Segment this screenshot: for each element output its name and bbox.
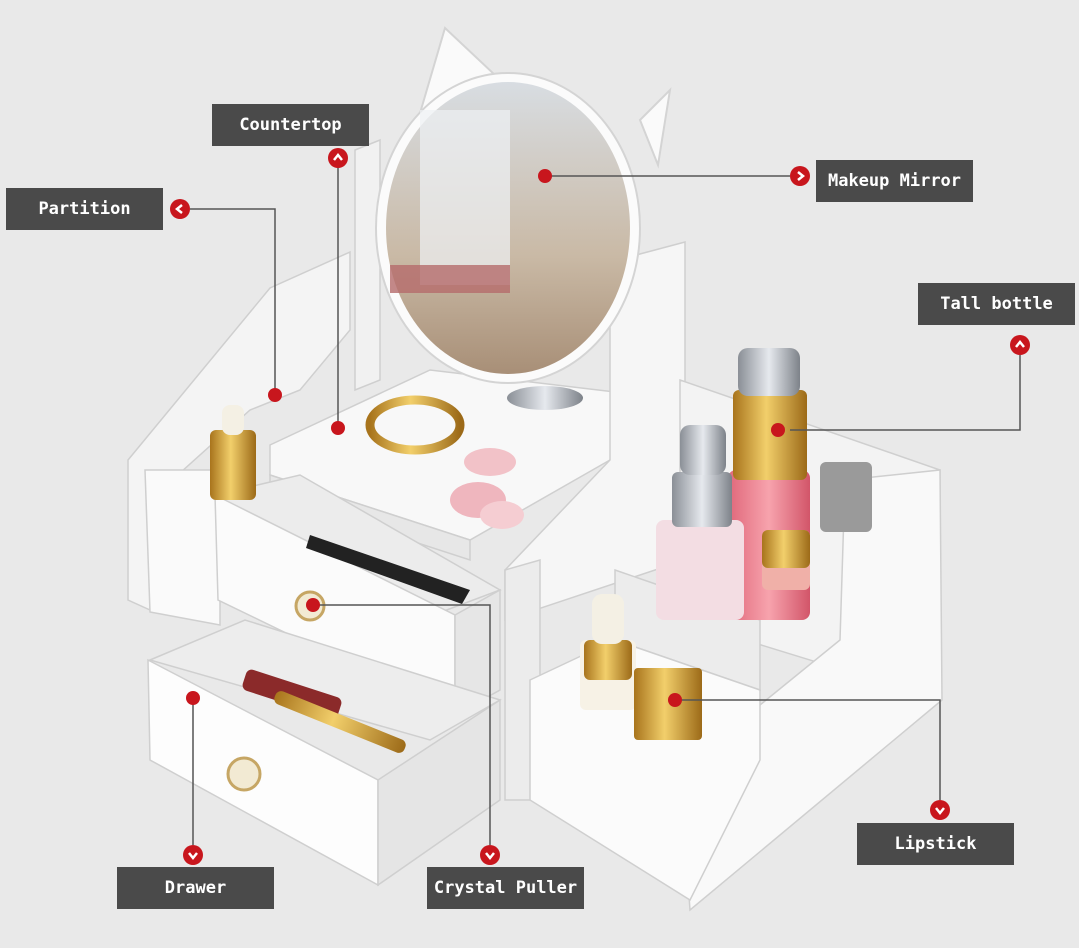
chevron-down-icon bbox=[930, 800, 950, 820]
chevron-up-icon bbox=[1010, 335, 1030, 355]
marker-dot-mirror bbox=[538, 169, 552, 183]
right-compartment-side bbox=[679, 469, 943, 912]
leader-tall-bottle bbox=[790, 355, 1021, 431]
rose-petal bbox=[480, 501, 524, 529]
mirror-reflection-bench bbox=[390, 265, 510, 293]
crystal-knob-lower bbox=[226, 756, 262, 792]
spray-bottle-neck bbox=[672, 472, 732, 527]
marker-dot-tall-bottle bbox=[771, 423, 785, 437]
marker-dot-lipstick bbox=[668, 693, 682, 707]
label-makeup-mirror: Makeup Mirror bbox=[816, 160, 973, 202]
leader-partition bbox=[190, 208, 276, 395]
chevron-left-icon bbox=[170, 199, 190, 219]
leader-crystal bbox=[313, 604, 491, 845]
lipstick-gold bbox=[634, 668, 702, 740]
label-crystal-puller: Crystal Puller bbox=[427, 867, 584, 909]
cosmetics bbox=[210, 348, 872, 792]
label-drawer: Drawer bbox=[117, 867, 274, 909]
mirror-reflection-curtain bbox=[420, 110, 510, 285]
dropper-bottle-right-collar bbox=[584, 640, 632, 680]
marker-dot-partition bbox=[268, 388, 282, 402]
rose-petal bbox=[464, 448, 516, 476]
left-compartment-front bbox=[144, 469, 221, 626]
upper-drawer-side bbox=[454, 588, 501, 717]
tall-bottle-cap bbox=[733, 390, 807, 480]
back-panel bbox=[354, 138, 381, 392]
mirror-stand bbox=[507, 386, 583, 410]
chevron-down-icon bbox=[183, 845, 203, 865]
markers bbox=[170, 148, 1030, 865]
leader-lines bbox=[190, 158, 1021, 845]
spray-bottle-top bbox=[680, 425, 726, 475]
label-partition: Partition bbox=[6, 188, 163, 230]
chevron-right-icon bbox=[790, 166, 810, 186]
chevron-up-icon bbox=[328, 148, 348, 168]
makeup-brush bbox=[306, 535, 470, 604]
tall-bottle-top bbox=[738, 348, 800, 396]
marker-dot-countertop bbox=[331, 421, 345, 435]
pink-bottle-small-cap bbox=[762, 530, 810, 568]
dropper-bottle-right-cap bbox=[592, 594, 624, 644]
lower-drawer-side bbox=[377, 698, 501, 887]
label-lipstick: Lipstick bbox=[857, 823, 1014, 865]
marker-dot-drawer bbox=[186, 691, 200, 705]
dropper-bottle-left bbox=[210, 430, 256, 500]
chevron-down-icon bbox=[480, 845, 500, 865]
leader-lipstick bbox=[675, 699, 941, 800]
dropper-cap-left bbox=[222, 405, 244, 435]
ring bbox=[365, 395, 465, 455]
spray-bottle-body bbox=[656, 520, 744, 620]
marker-dot-crystal bbox=[306, 598, 320, 612]
gray-bottle bbox=[820, 462, 872, 532]
mascara-in-drawer bbox=[274, 691, 406, 753]
label-tall-bottle: Tall bottle bbox=[918, 283, 1075, 325]
label-countertop: Countertop bbox=[212, 104, 369, 146]
makeup-mirror bbox=[375, 26, 672, 410]
